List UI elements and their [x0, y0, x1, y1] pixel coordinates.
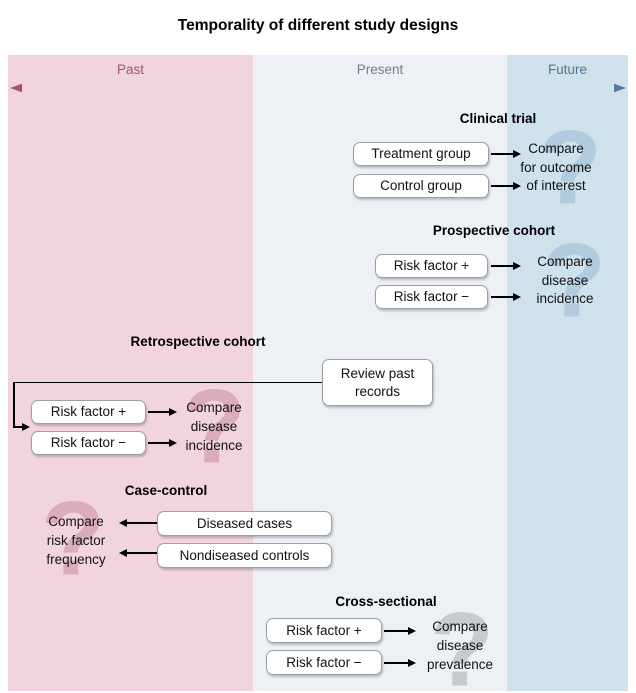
cross-risk-plus-box: Risk factor +: [266, 618, 382, 643]
present-label: Present: [356, 62, 404, 77]
review-past-records-box: Review past records: [322, 359, 433, 406]
prospective-arrow-1-icon: [491, 261, 521, 271]
clinical-arrow-1-icon: [491, 149, 521, 159]
prospective-question-mark-icon: ?: [541, 222, 607, 340]
clinical-trial-heading: Clinical trial: [459, 111, 537, 126]
cross-risk-minus-box: Risk factor −: [266, 650, 382, 675]
retro-connector-arrowhead-icon: [13, 422, 30, 432]
retro-arrow-1-icon: [148, 407, 177, 417]
cross-sectional-heading: Cross-sectional: [335, 594, 437, 609]
cross-arrow-1-icon: [384, 626, 416, 636]
nondiseased-controls-box: Nondiseased controls: [157, 543, 332, 568]
retro-connector-horizontal: [13, 381, 322, 383]
clinical-outcome-text: Compare for outcome of interest: [520, 141, 592, 193]
retro-question-mark-icon: ?: [181, 368, 247, 486]
timeline-arrow: [10, 83, 626, 93]
case-control-arrow-1-icon: [119, 518, 157, 528]
prospective-arrow-2-icon: [491, 292, 521, 302]
case-control-heading: Case-control: [124, 483, 208, 498]
retro-connector-vertical: [13, 381, 15, 428]
future-label: Future: [547, 62, 588, 77]
cross-arrow-2-icon: [384, 658, 416, 668]
case-control-outcome-text: Compare risk factor frequency: [46, 514, 106, 567]
cross-question-mark-icon: ?: [429, 591, 495, 693]
diseased-cases-box: Diseased cases: [157, 511, 332, 536]
case-control-question-mark-icon: ?: [40, 480, 106, 598]
prospective-outcome-text: Compare disease incidence: [536, 254, 594, 306]
cross-outcome-text: Compare disease prevalence: [426, 619, 494, 672]
retro-risk-minus-box: Risk factor −: [31, 431, 146, 455]
page-title: Temporality of different study designs: [177, 17, 459, 34]
future-arrowhead-icon: [614, 83, 626, 93]
past-arrowhead-icon: [10, 83, 22, 93]
past-label: Past: [116, 62, 144, 77]
retro-outcome-text: Compare disease incidence: [185, 400, 243, 453]
future-band: [507, 55, 628, 691]
treatment-group-box: Treatment group: [353, 142, 489, 166]
clinical-question-mark-icon: ?: [537, 109, 603, 227]
control-group-box: Control group: [353, 174, 489, 198]
clinical-arrow-2-icon: [491, 181, 521, 191]
retro-arrow-2-icon: [148, 438, 177, 448]
past-band: [8, 55, 253, 691]
retro-risk-plus-box: Risk factor +: [31, 400, 146, 424]
prospective-cohort-heading: Prospective cohort: [432, 223, 556, 238]
prospective-risk-minus-box: Risk factor −: [375, 285, 488, 309]
retrospective-cohort-heading: Retrospective cohort: [130, 334, 266, 349]
case-control-arrow-2-icon: [119, 548, 157, 558]
prospective-risk-plus-box: Risk factor +: [375, 254, 488, 278]
